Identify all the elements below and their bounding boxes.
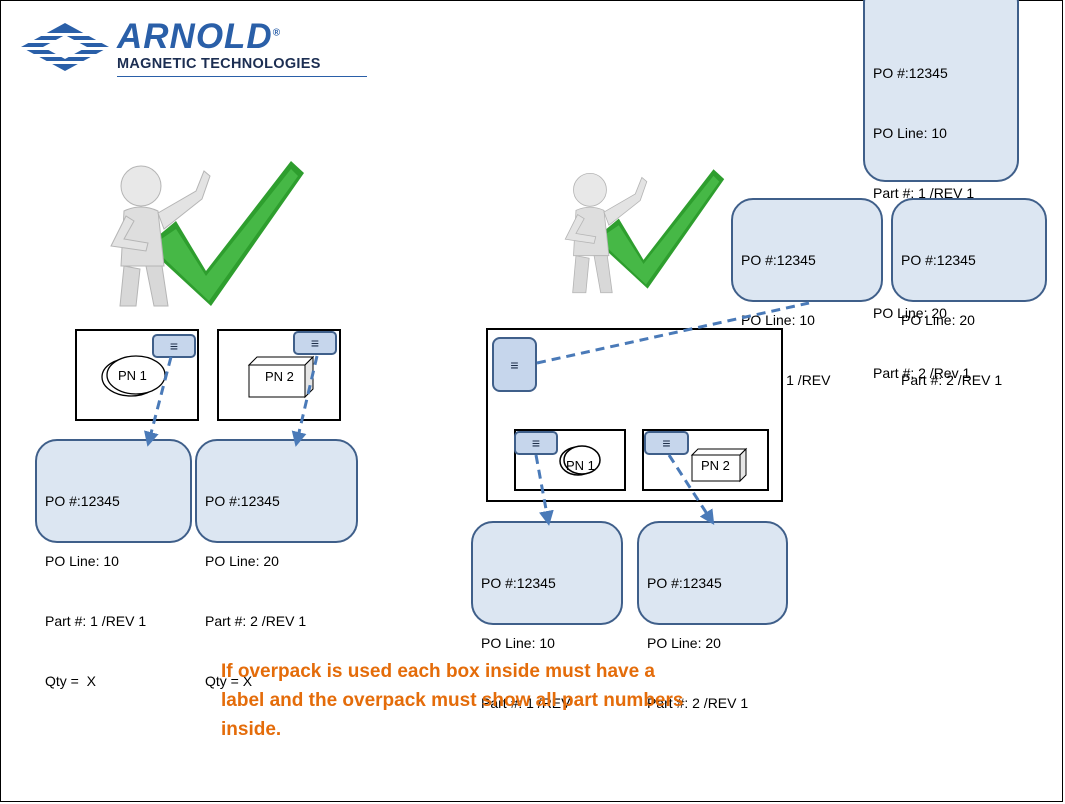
inner-box-pn1: PN 1	[514, 429, 626, 491]
pn1-text: PN 1	[118, 368, 147, 383]
instruction-caption: If overpack is used each box inside must…	[221, 661, 684, 740]
arrow-pn2-to-card	[291, 355, 319, 447]
label-card-pn2: PO #:12345 PO Line: 20 Part #: 2 /REV 1 …	[195, 439, 358, 689]
inner-box-label-pn1: ≡	[514, 431, 558, 455]
overpack-label-card-line10: PO #:12345 PO Line: 10 Part #: 1 /REV 1	[731, 198, 883, 388]
inner-label-card-pn1: PO #:12345 PO Line: 10 Part #: 1 /REV 1	[471, 521, 623, 711]
overpack-label: ≡	[492, 337, 537, 392]
box-label-pn2: ≡	[293, 331, 337, 355]
label-card-pn1: PO #:12345 PO Line: 10 Part #: 1 /REV 1 …	[35, 439, 192, 689]
inner-pn1-round-part-icon	[559, 445, 601, 476]
box-label-pn1: ≡	[152, 334, 196, 358]
overpack-summary-card: PO #:12345 PO Line: 10 Part #: 1 /REV 1 …	[863, 0, 1019, 381]
arnold-logo: ARNOLD® MAGNETIC TECHNOLOGIES	[19, 17, 367, 81]
inner-pn2-text: PN 2	[701, 458, 730, 473]
inner-pn1-text: PN 1	[566, 458, 595, 473]
logo-subtitle: MAGNETIC TECHNOLOGIES	[117, 56, 321, 72]
logo-rule	[117, 76, 367, 77]
arrow-inner2-to-card	[667, 454, 715, 526]
overpack-label-card-line20: PO #:12345 PO Line: 20 Part #: 2 /REV 1	[891, 198, 1047, 388]
arrow-inner1-to-card	[534, 454, 554, 526]
person-checkmark-figure-right	[564, 169, 725, 294]
inner-pn2-block-part-icon	[690, 447, 748, 483]
pn2-block-part-icon	[247, 355, 315, 399]
arrow-overpack-to-card	[536, 301, 810, 365]
arnold-diamond-icon	[19, 23, 111, 71]
shipping-box-pn1: PN 1	[75, 329, 199, 421]
inner-box-label-pn2: ≡	[644, 431, 689, 455]
inner-box-pn2: PN 2	[642, 429, 769, 491]
pn1-round-part-icon	[101, 355, 166, 397]
arrow-pn1-to-card	[144, 356, 173, 447]
person-checkmark-figure-left	[110, 161, 304, 307]
pn2-text: PN 2	[265, 369, 294, 384]
logo-name: ARNOLD®	[117, 17, 282, 56]
